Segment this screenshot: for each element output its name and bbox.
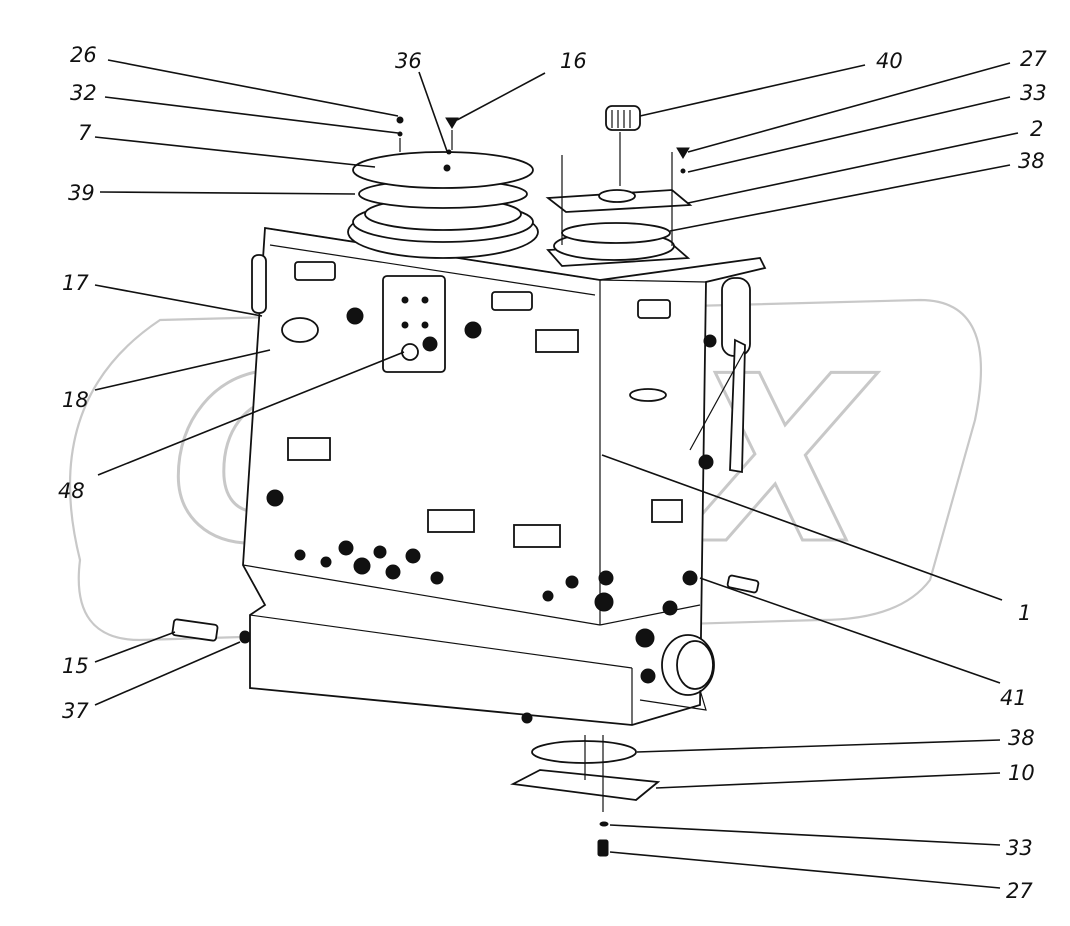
callout-33-top: 33 <box>1020 81 1047 105</box>
callout-27-top: 27 <box>1020 47 1047 71</box>
left-cover-assembly <box>347 116 539 259</box>
callout-39: 39 <box>68 181 95 205</box>
cover-plate-7 <box>352 151 534 189</box>
callout-36: 36 <box>395 49 422 73</box>
fitting-41 <box>726 574 760 594</box>
callout-18: 18 <box>62 388 89 412</box>
callout-1: 1 <box>1018 601 1031 625</box>
callout-32: 32 <box>70 81 97 105</box>
gasket-38-top <box>561 222 671 244</box>
callout-17: 17 <box>62 271 89 295</box>
callout-38-top: 38 <box>1018 149 1045 173</box>
right-filler-assembly <box>545 105 693 267</box>
callout-labels: 26 32 7 39 17 18 48 15 37 36 16 40 27 33… <box>58 43 1047 903</box>
callout-15: 15 <box>62 654 89 678</box>
callout-41: 41 <box>1000 686 1027 710</box>
callout-27-bottom: 27 <box>1006 879 1033 903</box>
callout-7: 7 <box>78 121 92 145</box>
tank-body <box>239 226 767 726</box>
callout-26: 26 <box>70 43 97 67</box>
callout-37: 37 <box>62 699 89 723</box>
callout-16: 16 <box>560 49 587 73</box>
callout-38-bottom: 38 <box>1008 726 1035 750</box>
plate-10 <box>510 769 661 801</box>
callout-2: 2 <box>1030 117 1043 141</box>
callout-10: 10 <box>1008 761 1035 785</box>
callout-48: 48 <box>58 479 85 503</box>
callout-40: 40 <box>876 49 903 73</box>
gasket-38-bottom <box>531 740 637 764</box>
bottom-cover-assembly <box>510 735 661 857</box>
callout-33-bottom: 33 <box>1006 836 1033 860</box>
fitting-15 <box>171 618 251 642</box>
leader-lines <box>94 59 1019 889</box>
filler-cap-40 <box>605 105 641 131</box>
